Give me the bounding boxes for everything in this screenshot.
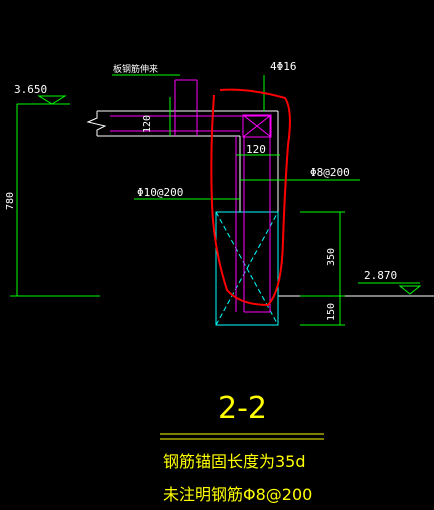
anchorage-note: 钢筋锚固长度为35d	[163, 452, 306, 471]
wall-outline	[239, 111, 434, 297]
footing-outline	[215, 211, 279, 326]
stirrup-right-label: Φ8@200	[310, 166, 350, 179]
stirrup-left-label: Φ10@200	[137, 186, 183, 199]
elevation-markers	[37, 95, 422, 295]
default-rebar-note: 未注明钢筋Φ8@200	[163, 485, 312, 504]
section-title: 2-2	[218, 391, 267, 426]
slab-callout-label: 板钢筋伸来	[113, 63, 158, 75]
rebar-lines	[110, 79, 272, 313]
lower-segment-label: 350	[326, 248, 337, 266]
slab-outline	[86, 110, 278, 137]
total-height-label: 780	[5, 192, 16, 210]
inner-thickness-label: 120	[246, 143, 266, 156]
top-bars-label: 4Φ16	[270, 60, 297, 73]
markup-highlight	[210, 88, 291, 307]
bottom-segment-label: 150	[326, 303, 337, 321]
elevation-top-label: 3.650	[14, 83, 47, 96]
slab-thickness-label: 120	[142, 115, 153, 133]
title-underline	[160, 433, 324, 440]
elevation-right-label: 2.870	[364, 269, 397, 282]
dimension-lines	[10, 74, 420, 326]
